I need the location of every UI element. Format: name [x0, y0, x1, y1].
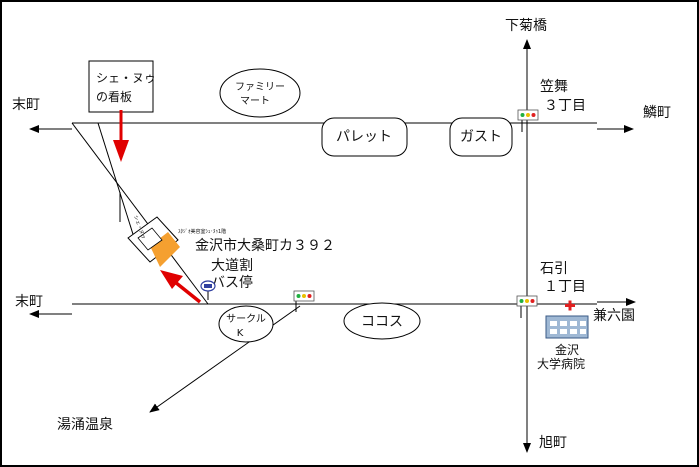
sign-box	[88, 60, 154, 113]
yuwaku-road	[149, 305, 301, 413]
place-ishibiki-line2: １丁目	[544, 279, 586, 295]
sign-box-line1: シェ・ヌゥ	[96, 71, 156, 85]
bus-stop-line1: 大道割	[211, 257, 253, 274]
diagonal-road-left	[71, 122, 209, 305]
traffic-light-top	[517, 109, 539, 132]
hospital-icon	[545, 300, 589, 339]
diagonal-road-right	[97, 122, 138, 248]
familymart-line1: ファミリー	[235, 82, 285, 93]
circlek-line2: K	[237, 328, 244, 339]
place-ishibiki-line1: 石引	[540, 261, 568, 277]
place-shimokikuhashi: 下菊橋	[505, 18, 547, 34]
cocos-outline	[343, 302, 421, 340]
red-arrow-diagonal	[160, 270, 202, 304]
palette-label: パレット	[336, 129, 392, 145]
place-asahimachi: 旭町	[539, 435, 567, 451]
bus-stop-icon	[200, 280, 216, 300]
sign-box-line2: の看板	[96, 90, 132, 104]
traffic-light-bottom-right	[516, 295, 538, 318]
circlek-line1: サークル	[226, 313, 266, 325]
hospital-line1: 金沢	[555, 342, 579, 357]
circlek-outline	[218, 305, 274, 343]
bus-stop-line2: バス停	[211, 274, 253, 291]
gusto-label: ガスト	[460, 129, 502, 145]
building-white-square	[137, 227, 163, 251]
familymart-outline	[219, 68, 301, 118]
palette-outline	[321, 117, 408, 157]
gusto-outline	[449, 117, 513, 157]
place-uromachi: 鱗町	[643, 105, 671, 121]
building-tiny-label: ｽﾀｼﾞｵ美容室ｼｪ･ﾇｩ1階	[178, 228, 226, 235]
address-label: 金沢市大桑町カ３９２	[195, 237, 335, 254]
cocos-label: ココス	[361, 314, 403, 330]
place-kasamai-line1: 笠舞	[540, 79, 568, 95]
place-suemachi-top: 末町	[12, 97, 40, 113]
place-suemachi-bottom: 末町	[15, 294, 43, 310]
familymart-line2: マート	[240, 96, 270, 107]
place-yuwaku-onsen: 湯涌温泉	[57, 416, 113, 433]
place-kasamai-line2: ３丁目	[544, 98, 586, 114]
place-kenrokuen: 兼六園	[593, 308, 635, 324]
hospital-line2: 大学病院	[537, 356, 585, 371]
building	[127, 216, 180, 267]
traffic-light-bottom-middle	[293, 290, 315, 312]
red-arrow-down	[113, 110, 129, 162]
